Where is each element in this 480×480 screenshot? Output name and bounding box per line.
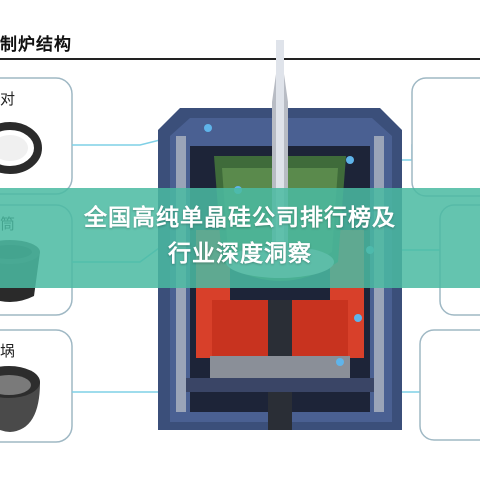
side-label-3: 埚 <box>0 342 16 360</box>
component-ring <box>0 122 42 174</box>
banner-text: 全国高纯单晶硅公司排行榜及 行业深度洞察 <box>20 200 460 272</box>
header-rule <box>0 58 480 60</box>
component-crucible <box>0 366 40 432</box>
banner-line-2: 行业深度洞察 <box>168 241 312 267</box>
title-banner <box>0 188 480 288</box>
banner-line-1: 全国高纯单晶硅公司排行榜及 <box>84 205 396 231</box>
side-label-1: 对 <box>0 90 16 108</box>
diagram-title: 制炉结构 <box>0 35 72 55</box>
